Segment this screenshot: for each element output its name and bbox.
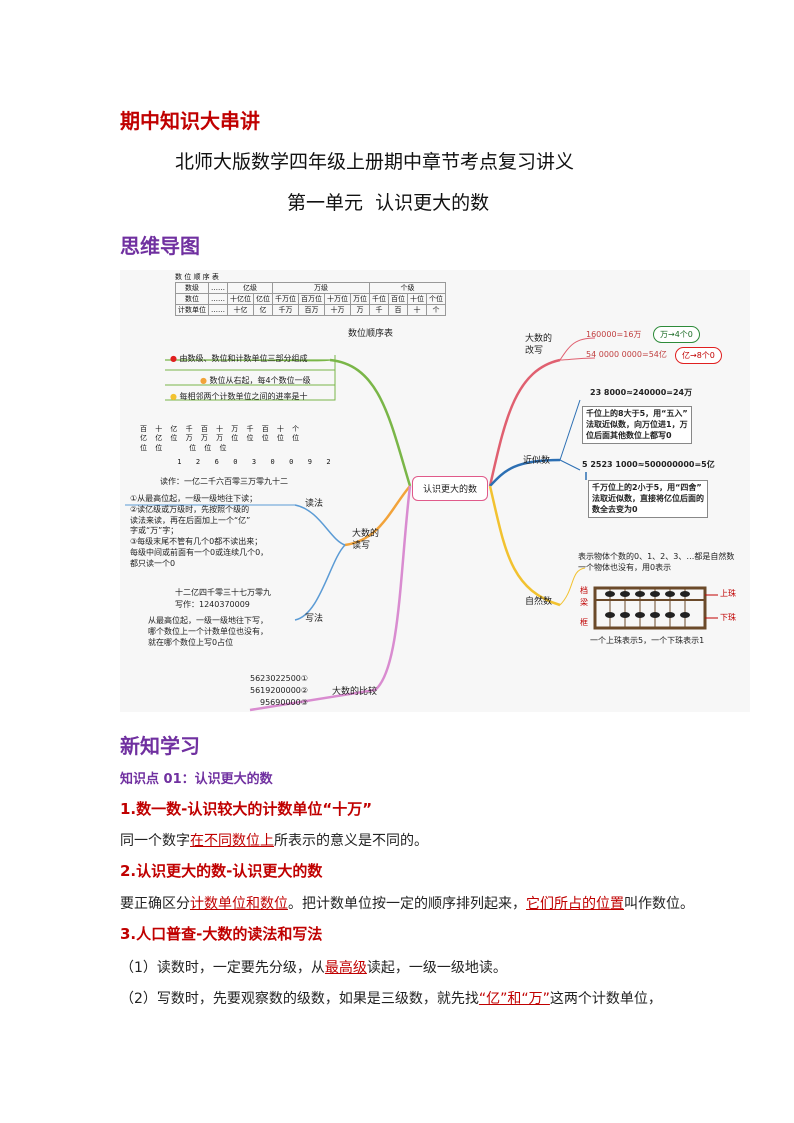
learning-heading: 新知学习 — [120, 734, 200, 758]
rewrite-1-tag: 万→4个0 — [653, 326, 700, 343]
item-2-text: 要正确区分计数单位和数位。把计数单位按一定的顺序排列起来，它们所占的位置叫作数位… — [120, 896, 694, 912]
order-table-title: 数 位 顺 序 表 — [175, 273, 219, 281]
table-note-3: ● 每相邻两个计数单位之间的进率是十 — [170, 392, 308, 401]
table-note-1: ● 由数级、数位和计数单位三部分组成 — [170, 354, 308, 363]
rewrite-2: 54 0000 0000=54亿 — [586, 350, 667, 359]
item-1-underline: 在不同数位上 — [190, 833, 274, 849]
write-example-2: 写作：1240370009 — [175, 600, 250, 609]
compare-item-1: 5623022500① — [250, 674, 309, 683]
read-grid-header: 百 十 亿 千 百 十 万 千 百 十 个 亿 亿 位 万 万 万 位 位 位 … — [140, 425, 302, 452]
center-node: 认识更大的数 — [412, 476, 489, 501]
write-example-1: 十二亿四千零三十七万零九 — [175, 588, 271, 597]
approx-1-note: 千位上的8大于5，用“五入” 法取近似数，向万位进1，万 位后面其他数位上都写0 — [582, 406, 692, 445]
read-rules: ①从最高位起，一级一级地往下读； ②读亿级或万级时，先按照个级的 读法来读，再在… — [130, 494, 269, 568]
item-3-line-1: （1）读数时，一定要先分级，从最高级读起，一级一级地读。 — [120, 960, 507, 976]
compare-item-3: 95690000③ — [260, 698, 308, 707]
rewrite-2-tag: 亿→8个0 — [675, 347, 722, 364]
knowledge-point: 知识点 01：认识更大的数 — [120, 772, 273, 787]
table-note-2: ● 数位从右起，每4个数位一级 — [200, 376, 311, 385]
unit-title: 第一单元 认识更大的数 — [287, 192, 490, 214]
table-branch-label: 数位顺序表 — [348, 329, 394, 339]
approx-2: 5 2523 1000≈500000000=5亿 — [582, 460, 715, 469]
write-rules: 从最高位起，一级一级地往下写， 哪个数位上一个计数单位也没有， 就在哪个数位上写… — [148, 616, 268, 647]
mindmap-branches — [125, 337, 718, 712]
abacus-label-liang: 梁 — [580, 598, 588, 607]
mindmap-heading: 思维导图 — [120, 234, 200, 258]
abacus-caption: 一个上珠表示5，一个下珠表示1 — [590, 636, 705, 645]
approx-2-note: 千万位上的2小于5，用“四舍” 法取近似数，直接将亿位后面的 数全去变为0 — [588, 480, 708, 519]
order-table: 数级……亿级万级个级 数位…… 十亿位亿位 千万位百万位 十万位万位 千位百位 … — [175, 281, 446, 317]
abacus-label-kuang: 框 — [580, 618, 588, 627]
item-3-title: 3.人口普查-大数的读法和写法 — [120, 925, 323, 943]
read-example: 读作：一亿二千六百零三万零九十二 — [160, 477, 288, 486]
compare-item-2: 5619200000② — [250, 686, 309, 695]
item-1-title: 1.数一数-认识较大的计数单位“十万” — [120, 800, 373, 818]
item-1-text: 同一个数字在不同数位上所表示的意义是不同的。 — [120, 833, 428, 849]
abacus-drawing — [593, 586, 718, 630]
abacus-label-dang: 档 — [580, 586, 588, 595]
natural-note: 表示物体个数的0、1、2、3、…都是自然数 一个物体也没有，用0表示 — [578, 552, 735, 572]
series-title: 期中知识大串讲 — [120, 109, 260, 133]
rw-branch-label: 大数的 读写 — [352, 529, 380, 552]
abacus-label-upper: 上珠 — [720, 589, 736, 598]
compare-branch-label: 大数的比较 — [332, 687, 378, 697]
item-3-line-2: （2）写数时，先要观察数的级数，如果是三级数，就先找“亿”和“万”这两个计数单位… — [120, 991, 662, 1007]
write-branch-label: 写法 — [305, 614, 324, 624]
read-branch-label: 读法 — [305, 499, 324, 509]
approx-1: 23 8000≈240000=24万 — [590, 388, 693, 397]
rewrite-1: 160000=16万 — [586, 330, 642, 339]
read-grid-digits: 1 2 6 0 3 0 0 9 2 — [140, 458, 333, 466]
natural-branch-label: 自然数 — [525, 597, 553, 607]
rewrite-branch-label: 大数的 改写 — [525, 334, 553, 357]
mindmap: 数 位 顺 序 表 数级……亿级万级个级 数位…… 十亿位亿位 千万位百万位 十… — [120, 270, 750, 712]
item-2-title: 2.认识更大的数-认识更大的数 — [120, 862, 323, 880]
abacus-label-lower: 下珠 — [720, 613, 736, 622]
approx-branch-label: 近似数 — [523, 456, 551, 466]
doc-title: 北师大版数学四年级上册期中章节考点复习讲义 — [175, 151, 575, 173]
